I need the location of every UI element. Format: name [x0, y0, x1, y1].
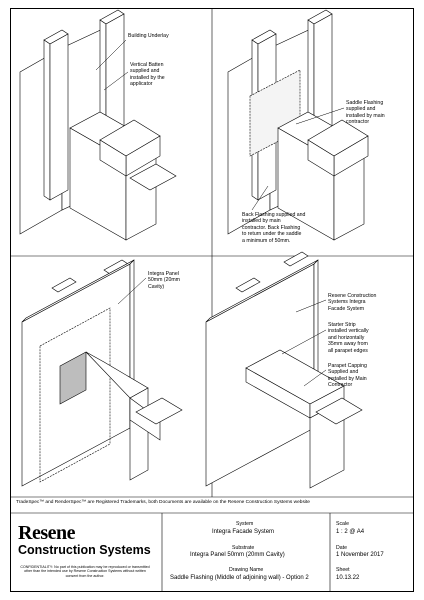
detail-4	[205, 251, 363, 489]
leader-capping	[303, 369, 327, 387]
callout-building-underlay: Building Underlay	[128, 33, 169, 39]
substrate-value: Integra Panel 50mm (20mm Cavity)	[190, 552, 285, 558]
scale-value: 1 : 2 @ A4	[336, 529, 365, 535]
leader-panel	[117, 277, 147, 305]
substrate-label: Substrate	[232, 545, 255, 551]
detail-3	[21, 259, 183, 487]
callout-saddle-flashing: Saddle Flashing supplied and installed b…	[346, 100, 385, 126]
system-value: Integra Facade System	[212, 529, 275, 535]
detail-1	[19, 9, 177, 241]
scale-label: Scale	[336, 521, 349, 527]
drawing-name-label: Drawing Name	[229, 567, 264, 573]
callout-parapet-capping: Parapet Capping Supplied and installed b…	[328, 363, 367, 389]
detail-2	[227, 9, 369, 241]
leader-underlay	[95, 39, 127, 71]
confidentiality-note: CONFIDENTIALITY: No part of this publica…	[20, 565, 150, 578]
callout-integra-panel: Integra Panel 50mm (20mm Cavity)	[148, 271, 180, 290]
date-label: Date	[336, 545, 347, 551]
system-label: System	[236, 521, 254, 527]
leader-starter	[281, 329, 327, 355]
callout-starter-strip: Starter Strip installed vertically and h…	[328, 322, 369, 354]
callout-back-flashing: Back Flashing supplied and installed by …	[242, 212, 306, 244]
date-value: 1 November 2017	[336, 552, 384, 558]
leader-saddle	[295, 107, 345, 125]
drawing-name-value: Saddle Flashing (Middle of adjoining wal…	[170, 575, 309, 581]
leader-batten	[103, 71, 129, 91]
callout-facade-system: Resene Construction Systems Integra Faca…	[328, 293, 377, 312]
sheet-value: 10.13.22	[336, 575, 360, 581]
company-logo-subtitle: Construction Systems	[18, 543, 151, 557]
callout-vertical-batten: Vertical Batten supplied and installed b…	[130, 62, 165, 88]
company-logo-wordmark: Resene	[18, 522, 75, 544]
trademark-note: TradeSpec™ and RenderSpec™ are Registere…	[16, 500, 310, 505]
leader-system	[295, 299, 327, 313]
leader-back	[251, 185, 269, 211]
sheet-label: Sheet	[336, 567, 350, 573]
